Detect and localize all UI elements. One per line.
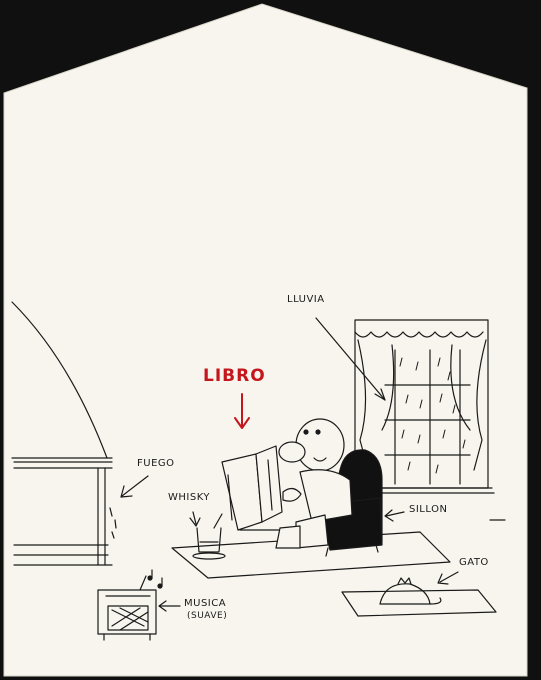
libro-label: LIBRO	[203, 366, 266, 386]
whisky-label: WHISKY	[168, 492, 211, 503]
man-drawing	[275, 418, 353, 549]
lluvia-label: LLUVIA	[287, 294, 325, 305]
book-drawing	[221, 445, 283, 531]
music-notes-icon	[147, 569, 163, 589]
fuego-label: FUEGO	[137, 458, 175, 469]
sillon-label: SILLON	[409, 504, 448, 515]
fireplace-drawing	[11, 301, 117, 566]
rain-strokes	[399, 357, 466, 474]
musica-sub-label: (SUAVE)	[187, 611, 228, 621]
radio-drawing	[97, 575, 157, 641]
cat-rug-drawing	[341, 589, 497, 617]
whisky-glass-drawing	[192, 513, 226, 560]
label-arrows	[120, 317, 459, 612]
paper-sheet	[3, 3, 528, 677]
musica-label: MUSICA	[184, 598, 227, 609]
cat-drawing	[379, 577, 442, 605]
gato-label: GATO	[459, 557, 489, 568]
